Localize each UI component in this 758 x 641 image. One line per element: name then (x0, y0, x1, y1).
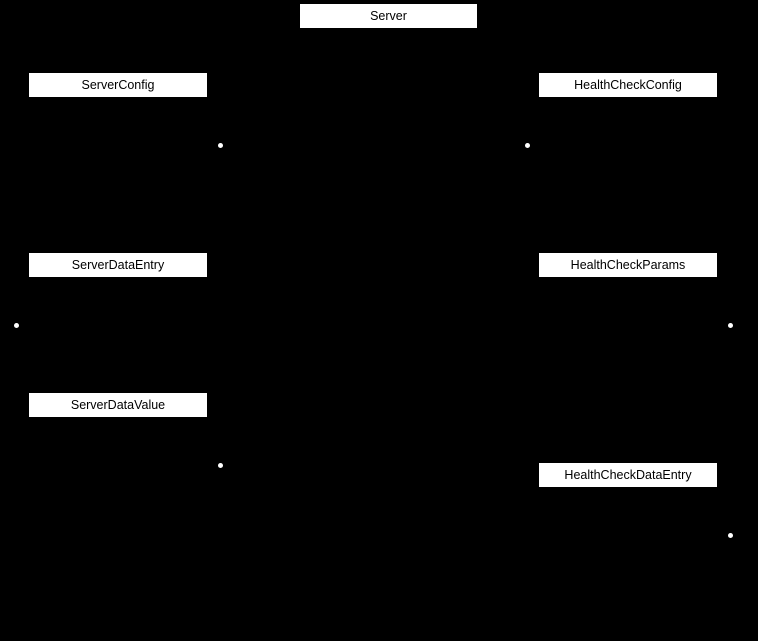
node-health-check-config: HealthCheckConfig (538, 72, 718, 98)
connector-dot (524, 142, 530, 148)
connector-dot (217, 142, 223, 148)
node-server-data-value: ServerDataValue (28, 392, 208, 418)
connector-dot (727, 322, 733, 328)
node-health-check-data-entry: HealthCheckDataEntry (538, 462, 718, 488)
node-server-data-entry: ServerDataEntry (28, 252, 208, 278)
connector-dot (727, 532, 733, 538)
node-health-check-params: HealthCheckParams (538, 252, 718, 278)
connector-dot (13, 322, 19, 328)
node-server: Server (299, 3, 478, 29)
node-server-config: ServerConfig (28, 72, 208, 98)
connector-dot (217, 462, 223, 468)
